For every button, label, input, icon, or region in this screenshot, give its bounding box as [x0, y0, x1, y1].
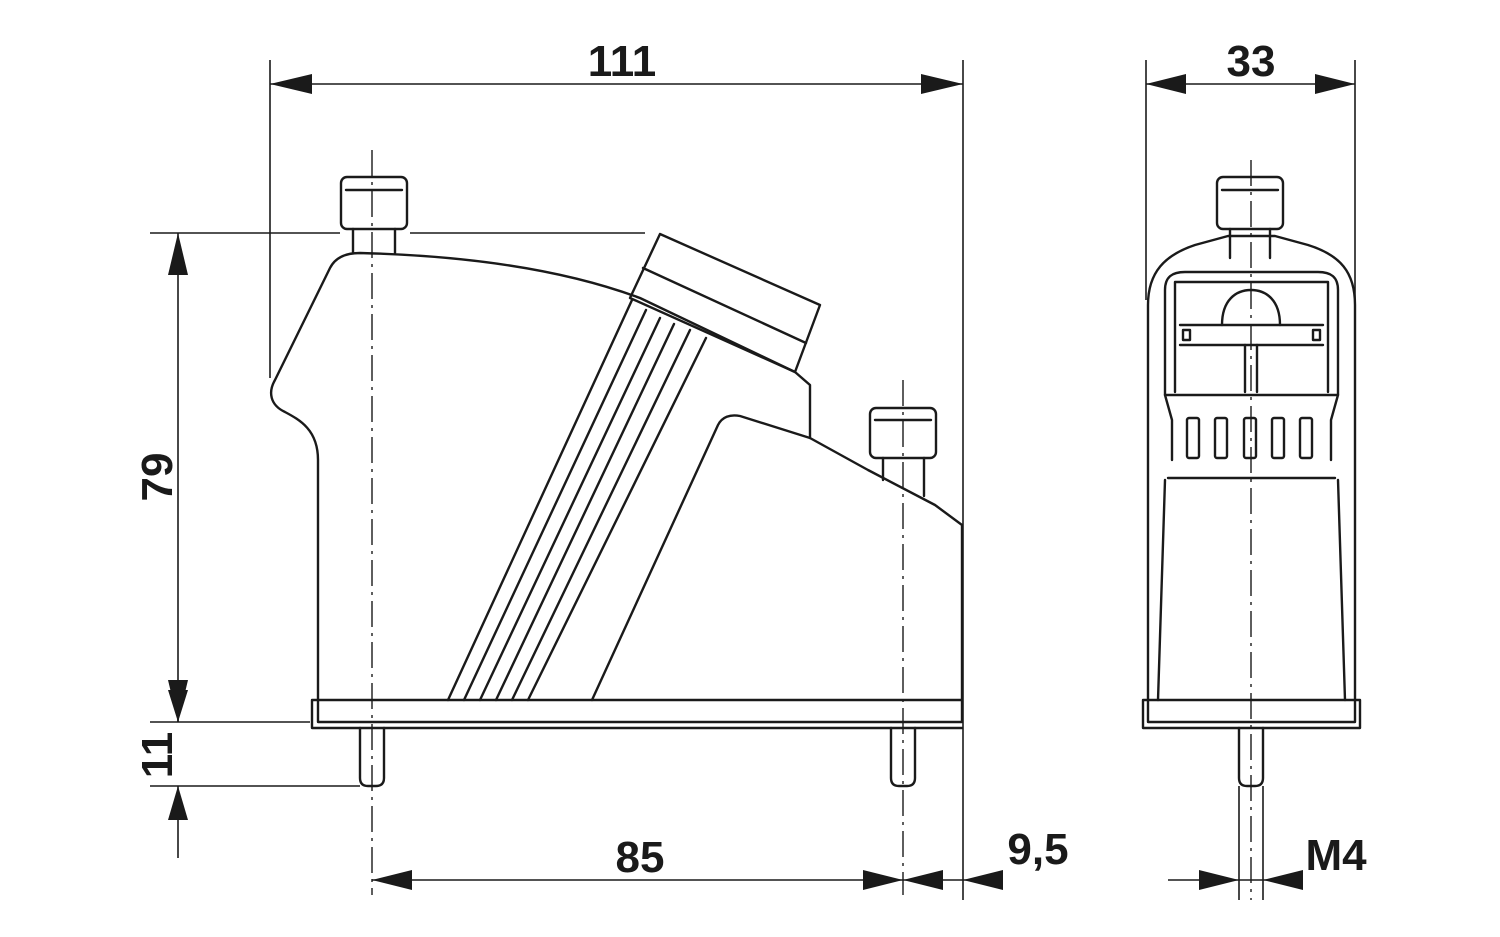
- cable-outlet: [628, 232, 822, 374]
- housing-outline: [269, 251, 964, 724]
- vent-slots: [1185, 416, 1314, 460]
- dim-11-label: 11: [133, 732, 182, 779]
- cable-ribs: [446, 298, 708, 702]
- front-screw: [1215, 175, 1285, 260]
- dim-m4-label: M4: [1305, 831, 1367, 880]
- dim-m4: M4: [1168, 831, 1367, 890]
- dim-33: 33: [1146, 37, 1355, 94]
- cable-outlet-band: [641, 266, 808, 345]
- dim-79-label: 79: [133, 453, 182, 502]
- base-plate: [310, 698, 964, 730]
- front-window: [1163, 270, 1340, 397]
- dim-85: 85: [372, 833, 903, 890]
- front-view: 33 M4: [1141, 37, 1367, 900]
- dim-33-label: 33: [1227, 37, 1276, 86]
- right-screw: [868, 406, 938, 498]
- bottom-pins: [358, 726, 917, 788]
- dim-111: 111: [270, 37, 963, 94]
- dim-9-5-label: 9,5: [1007, 825, 1068, 874]
- front-section: [590, 414, 812, 702]
- dim-11: 11: [133, 690, 188, 858]
- dim-9-5: 9,5: [903, 825, 1069, 890]
- dim-79: 79: [133, 233, 188, 722]
- front-body-outline: [1146, 234, 1357, 724]
- side-view: 111 79 11 85 9,5: [133, 37, 1069, 900]
- dim-111-label: 111: [588, 37, 657, 86]
- dim-85-label: 85: [616, 833, 665, 882]
- left-screw: [339, 175, 409, 255]
